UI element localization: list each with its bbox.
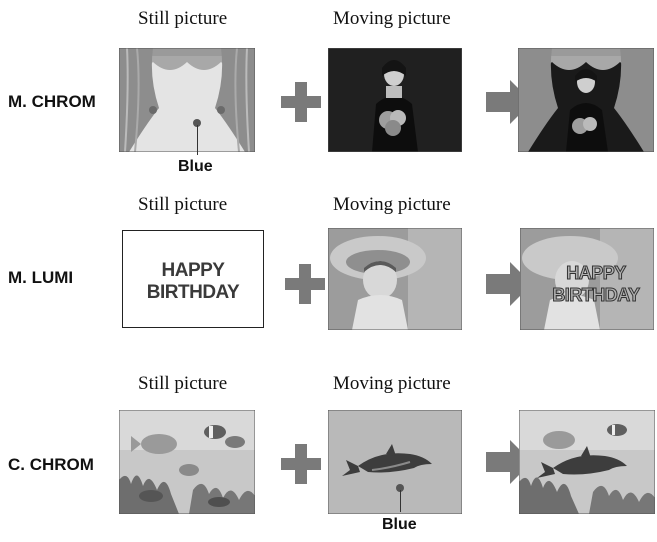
woman-with-bouquet-photo [328,48,462,152]
still-picture-caption: Still picture [138,194,228,215]
dolphin-on-blue-screen [328,410,462,514]
moving-picture-caption: Moving picture [333,194,451,215]
moving-picture-girl-in-hat [328,228,462,330]
callout-line [197,125,198,155]
girl-in-hat-photo [328,228,462,330]
row-label-c-chrom: C. CHROM [8,455,94,474]
moving-picture-dolphin-blue-screen [328,410,462,514]
girl-in-hat-background [520,228,654,330]
still-picture-curtain-stage [119,48,255,152]
still-picture-caption: Still picture [138,8,228,29]
plus-icon [281,82,321,122]
still-picture-aquarium [119,410,255,514]
result-picture-m-chrom [518,48,654,152]
curtain-stage-illustration [119,48,255,152]
result-text-line2: BIRTHDAY [552,285,641,305]
blue-label: Blue [178,158,213,175]
plus-icon [281,444,321,484]
still-picture-caption: Still picture [138,373,228,394]
still-text-line1: HAPPY [161,260,225,281]
blue-area-marker [193,119,201,127]
blue-area-marker [396,484,404,492]
still-text-line2: BIRTHDAY [146,282,240,303]
tropical-fish-scene [119,410,255,514]
row-label-m-chrom: M. CHROM [8,92,96,111]
dolphin-in-aquarium-image [519,410,655,514]
result-picture-c-chrom [519,410,655,514]
result-picture-m-lumi: HAPPY BIRTHDAY [520,228,654,330]
still-picture-happy-birthday: HAPPY BIRTHDAY [122,230,264,328]
plus-icon [285,264,325,304]
moving-picture-caption: Moving picture [333,373,451,394]
row-label-m-lumi: M. LUMI [8,268,74,287]
moving-picture-caption: Moving picture [333,8,451,29]
combined-curtain-woman-image [518,48,654,152]
result-text-line1: HAPPY [566,263,627,283]
moving-picture-woman [328,48,462,152]
blue-label: Blue [382,516,417,533]
callout-line [400,490,401,512]
